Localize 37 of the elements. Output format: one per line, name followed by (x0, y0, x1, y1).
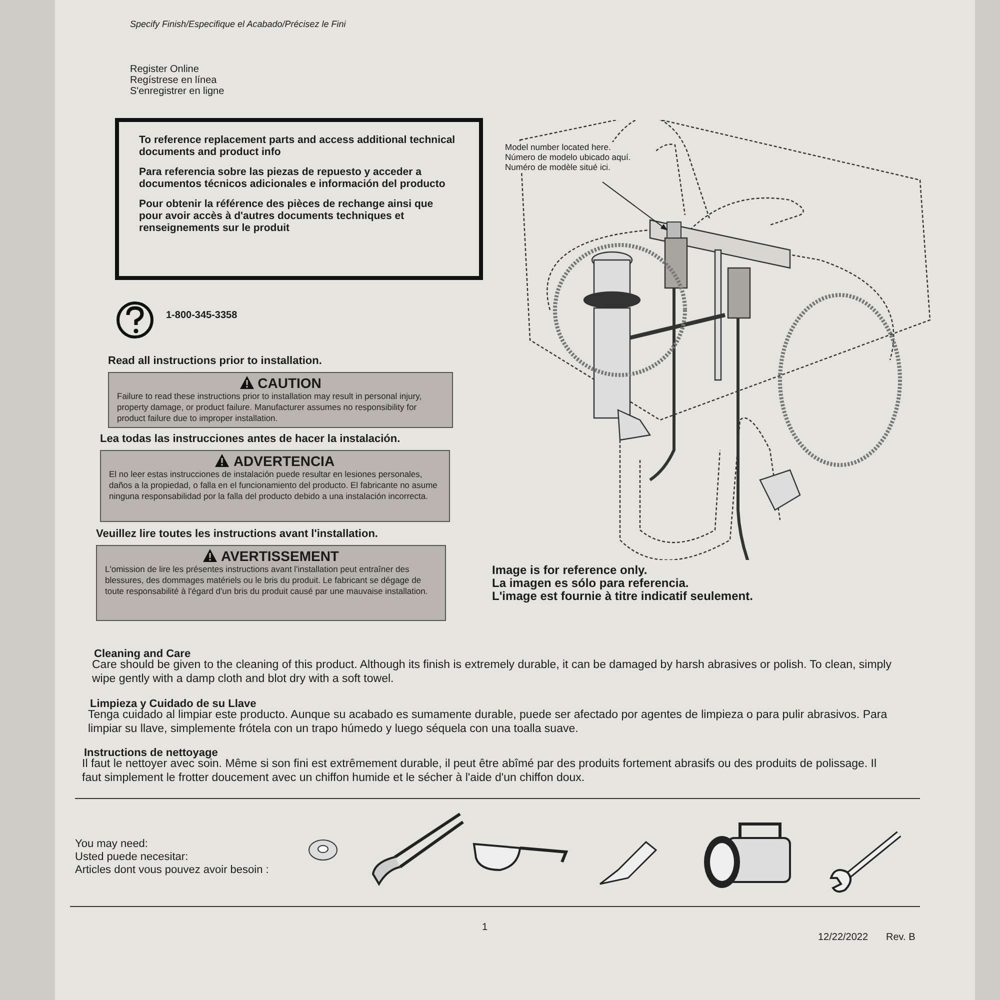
phone-number: 1-800-345-3358 (166, 309, 238, 323)
warning-heading: Veuillez lire toutes les instructions avant l'installation. (96, 527, 379, 542)
section-heading: Limpieza y Cuidado de su Llave (90, 697, 256, 710)
warning-heading: Read all instructions prior to installation. (108, 354, 323, 369)
section-heading: Cleaning and Care (94, 647, 191, 660)
page-number: 1 (482, 921, 488, 935)
finish-note: Specify Finish/Especifique el Acabado/Précisez le Fini (130, 18, 346, 31)
supply-tube-sticker (666, 222, 682, 238)
reference-note: Image is for reference only. (492, 562, 648, 578)
reference-note: La imagen es sólo para referencia. (492, 576, 689, 591)
warning-title: ADVERTENCIA (233, 452, 335, 468)
info-text: To reference replacement parts and access additional technical documents and product info (139, 134, 456, 158)
section-heading: Instructions de nettoyage (84, 746, 218, 759)
info-text: Para referencia sobre las piezas de repuesto y acceder a documentos técnicos adicionales e información del producto (139, 166, 446, 190)
tools-label: Usted puede necesitar: (75, 850, 188, 865)
revision-text: Rev. B (886, 931, 916, 945)
callout-text: Model number located here. (505, 142, 655, 152)
tools-label: You may need: (75, 837, 148, 852)
warning-title: CAUTION (258, 374, 322, 390)
care-paragraph: Tenga cuidado al limpiar este producto. Aunque su acabado es sumamente durable, puede ser afectado por agentes de limpieza o para pulir abrasivos. Para limpiar su llave, simplemente frótela con un trapo húmedo y luego séquela con una toalla suave. (88, 709, 888, 736)
warning-text: L'omission de lire les présentes instructions avant l'installation peut entraîner des blessures, des dommages matériels ou le bris du produit. Le fabricant se dégage de toute responsabilité à l'égard d'un bris du produit causé par une mauvaise installation. (105, 564, 429, 596)
info-text: Pour obtenir la référence des pièces de rechange ainsi que pour avoir accès à d'autres documents techniques et renseignements sur le produit (139, 198, 434, 234)
reference-note: L'image est fournie à titre indicatif seulement. (492, 589, 753, 605)
warning-heading: Lea todas las instrucciones antes de hacer la instalación. (100, 432, 402, 447)
care-paragraph: Il faut le nettoyer avec soin. Même si son fini est extrêmement durable, il peut être abîmé par des produits fortement abrasifs ou des produits de polissage. Il faut simplement le frotter doucement avec un chiffon humide et le sécher à l'aide d'un chiffon doux. (82, 758, 878, 785)
register-text: Register Online (130, 63, 199, 76)
warning-title: AVERTISSEMENT (221, 548, 339, 564)
leader-line (602, 182, 668, 230)
register-text: Regístrese en línea (130, 74, 217, 86)
warning-text: El no leer estas instrucciones de instalación puede resultar en lesiones personales, daños a la propiedad, o falla en el funcionamiento del producto. El fabricante no asume ninguna responsabilidad por la falla del producto debido a una instalación incorrecta. (109, 468, 438, 502)
callout-text: Número de modelo ubicado aquí. (505, 152, 655, 162)
care-paragraph: Care should be given to the cleaning of this product. Although its finish is extremely durable, it can be damaged by harsh abrasives or polish. To clean, simply wipe gently with a damp cloth and blot dry with a soft towel. (92, 659, 892, 686)
register-text: S'enregistrer en ligne (130, 86, 224, 99)
date-text: 12/22/2022 (818, 931, 868, 945)
tools-label: Articles dont vous pouvez avoir besoin : (75, 863, 269, 878)
info-box (115, 118, 483, 280)
warning-text: Failure to read these instructions prior to installation may result in personal injury, property damage, or product failure. Manufacturer assumes no responsibility for product failure due to improper installation. (117, 390, 423, 424)
